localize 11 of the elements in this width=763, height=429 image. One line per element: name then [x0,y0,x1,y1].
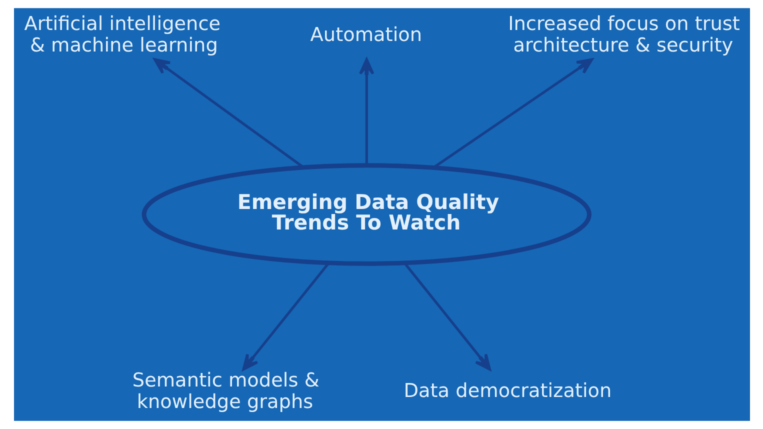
node-text: Increased focus on trust architecture & security [508,12,740,57]
node-text: Artificial intelligence & machine learning [24,12,220,57]
node-text: Automation [310,22,422,46]
node-text: Semantic models & knowledge graphs [132,368,319,414]
node-ellipse: Emerging Data Quality Trends To Watch [141,163,591,266]
arrow [402,262,491,371]
arrow [153,58,304,168]
arrow [432,58,593,169]
arrow [242,262,330,371]
node-text: Data democratization [403,379,612,402]
arrow [358,58,374,166]
